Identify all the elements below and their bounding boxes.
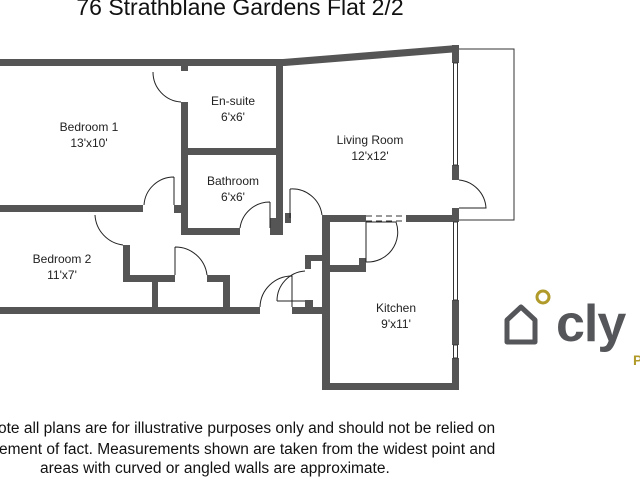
room-size: 6'x6' — [221, 110, 245, 124]
disclaimer-line: ote all plans are for illustrative purpo… — [0, 420, 496, 437]
room-name: Kitchen — [376, 301, 416, 315]
room-size: 6'x6' — [221, 190, 245, 204]
disclaimer-line: areas with curved or angled walls are ap… — [40, 460, 390, 477]
room-size: 9'x11' — [381, 317, 411, 331]
logo-house-icon — [504, 289, 551, 345]
balcony-outline — [459, 48, 515, 221]
windows — [366, 48, 515, 359]
room-name: Bathroom — [207, 174, 259, 188]
disclaimer-line: ement of fact. Measurements shown are ta… — [0, 441, 496, 458]
room-size: 12'x12' — [351, 149, 388, 163]
door-swings — [94, 71, 487, 308]
logo-text: cly — [556, 295, 626, 353]
room-name: En-suite — [211, 94, 255, 108]
room-name: Living Room — [337, 133, 404, 147]
logo-subtext: P — [633, 352, 640, 368]
room-labels: Bedroom 1 13'x10' En-suite 6'x6' Bathroo… — [33, 94, 416, 331]
room-name: Bedroom 1 — [60, 120, 119, 134]
room-name: Bedroom 2 — [33, 252, 92, 266]
room-size: 13'x10' — [70, 136, 107, 150]
plan-title: 76 Strathblane Gardens Flat 2/2 — [76, 0, 404, 20]
walls — [0, 45, 459, 390]
room-size: 11'x7' — [47, 268, 77, 282]
